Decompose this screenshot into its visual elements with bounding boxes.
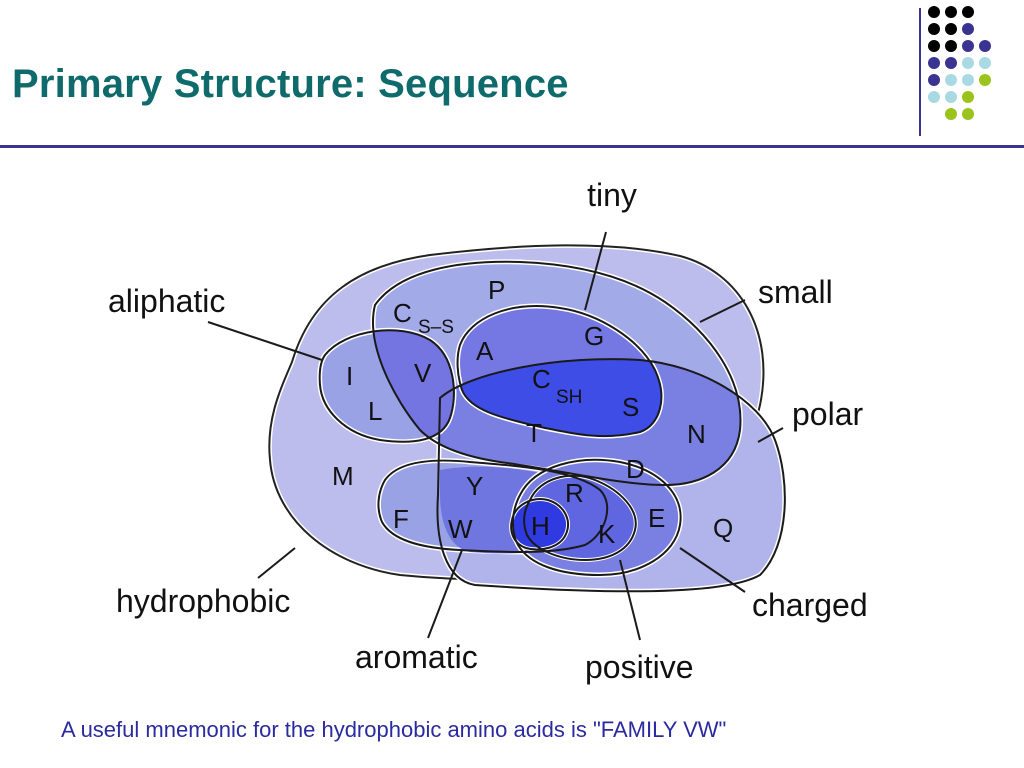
decorative-divider [919,8,921,136]
title-rule [0,145,1024,148]
decorative-dot [945,108,957,120]
decorative-dot [962,23,974,35]
aa-aspartate: D [626,454,645,484]
decorative-dot [962,40,974,52]
aa-asparagine: N [687,419,706,449]
decorative-dot [945,40,957,52]
caption-mnemonic: A useful mnemonic for the hydrophobic am… [61,717,727,742]
aa-threonine: T [526,418,542,448]
decorative-dot [979,40,991,52]
label-aromatic: aromatic [355,639,478,675]
aa-cysteine: C [532,364,551,394]
decorative-dot [979,74,991,86]
decorative-dot [962,91,974,103]
aa-methionine: M [332,461,354,491]
aa-tryptophan: W [448,514,473,544]
decorative-dot [928,57,940,69]
label-small: small [758,274,833,310]
label-hydrophobic: hydrophobic [116,583,290,619]
aa-histidine: H [531,511,550,541]
decorative-dot [945,57,957,69]
aa-cystine: C [393,298,412,328]
aa-cysteine-subscript: SH [556,387,582,408]
aa-serine: S [622,392,639,422]
decorative-dot [928,23,940,35]
aa-glutamine: Q [713,513,733,543]
decorative-dot-grid [928,6,998,136]
aa-leucine: L [368,396,382,426]
decorative-dot [979,57,991,69]
amino-acid-venn-diagram: tiny small aliphatic polar hydrophobic c… [0,150,1024,710]
decorative-dot [928,6,940,18]
aa-phenylalanine: F [393,504,409,534]
aa-arginine: R [565,478,584,508]
decorative-dot [928,91,940,103]
aa-glycine: G [584,321,604,351]
aa-valine: V [414,358,432,388]
aa-proline: P [488,275,505,305]
label-aliphatic: aliphatic [108,283,225,319]
label-polar: polar [792,396,864,432]
decorative-dot [962,108,974,120]
decorative-dot [962,57,974,69]
aa-glutamate: E [648,503,665,533]
aa-isoleucine: I [346,361,353,391]
venn-svg: tiny small aliphatic polar hydrophobic c… [108,177,868,685]
decorative-dot [928,74,940,86]
decorative-dot [945,74,957,86]
label-tiny: tiny [587,177,637,213]
decorative-dot [962,6,974,18]
slide-title: Primary Structure: Sequence [12,62,569,106]
aa-alanine: A [476,336,494,366]
decorative-dot [945,6,957,18]
decorative-dot [945,91,957,103]
aa-cystine-subscript: S–S [418,317,454,338]
aa-tyrosine: Y [466,471,483,501]
decorative-dot [945,23,957,35]
decorative-dot [962,74,974,86]
aa-lysine: K [598,519,616,549]
label-positive: positive [585,649,694,685]
label-charged: charged [752,587,868,623]
decorative-dot [928,40,940,52]
